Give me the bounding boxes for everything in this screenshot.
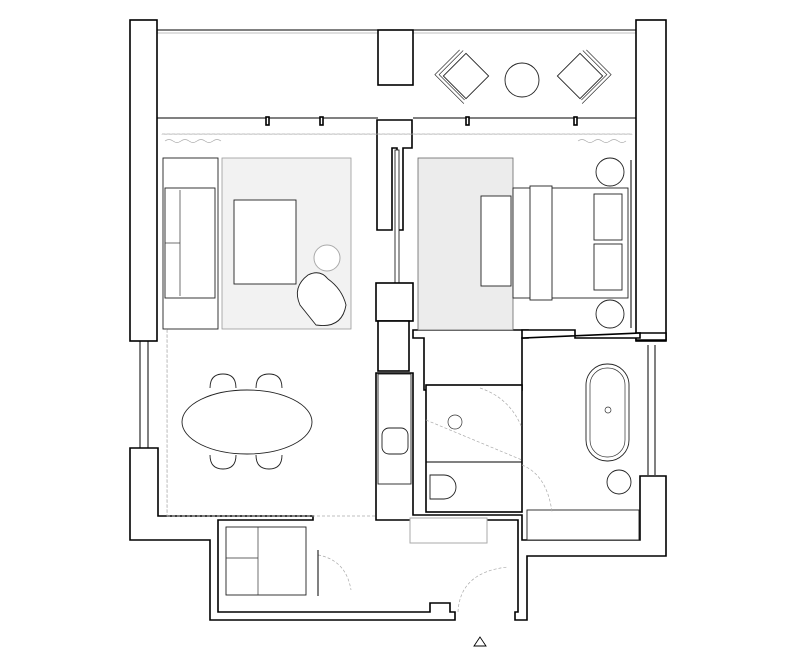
dining-area	[181, 373, 313, 470]
bench	[480, 195, 512, 287]
closet	[225, 526, 307, 596]
balcony-column	[377, 29, 414, 86]
triangle-icon	[473, 636, 487, 647]
living-room	[162, 157, 376, 517]
bathroom	[377, 363, 640, 541]
balcony	[157, 29, 636, 104]
shower-drain	[447, 414, 463, 430]
chair	[255, 454, 283, 470]
chair	[209, 454, 237, 470]
armchair-left	[434, 49, 490, 104]
nightstand	[595, 157, 625, 187]
toilet	[429, 474, 457, 500]
shoe-bench	[409, 517, 488, 544]
armchair-right	[556, 49, 612, 104]
curtains	[161, 133, 633, 143]
coffee-table	[233, 199, 297, 285]
sink	[381, 427, 409, 455]
sofa	[162, 157, 219, 330]
bathtub	[585, 363, 630, 462]
chair	[209, 373, 237, 389]
stool	[606, 469, 632, 495]
nightstand	[595, 299, 625, 329]
balcony-table	[504, 62, 540, 98]
entrance-hall	[225, 517, 509, 647]
side-table	[313, 244, 341, 272]
dining-table	[181, 389, 313, 455]
bedroom	[417, 157, 632, 331]
chair	[255, 373, 283, 389]
bed	[512, 185, 629, 301]
lounge-chair	[296, 272, 347, 327]
